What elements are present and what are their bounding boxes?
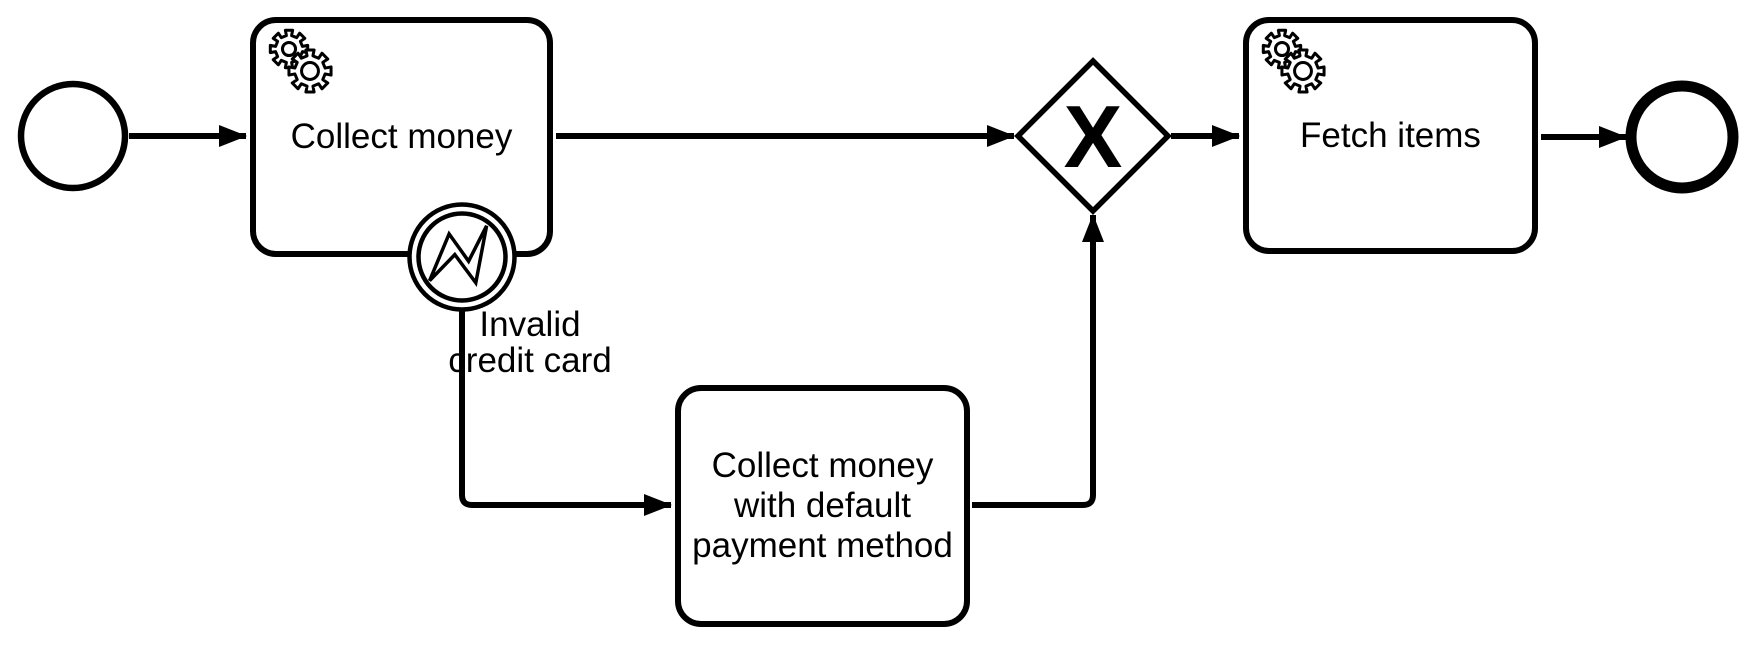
task-fetch-items-label: Fetch items: [1300, 115, 1481, 155]
exclusive-gateway[interactable]: [1014, 57, 1172, 215]
task-collect-money-default-payment-label: Collect money with default payment metho…: [692, 446, 953, 565]
start-event[interactable]: [17, 80, 129, 192]
task-collect-money-default-payment[interactable]: Collect money with default payment metho…: [675, 385, 970, 627]
end-event[interactable]: [1625, 80, 1739, 194]
boundary-event-label: Invalid credit card: [448, 305, 612, 380]
boundary-error-event[interactable]: [407, 202, 517, 312]
service-gears-icon: [264, 28, 336, 100]
error-lightning-icon: [427, 225, 489, 288]
gateway-x-marker: X: [1063, 86, 1123, 186]
task-fetch-items[interactable]: Fetch items: [1243, 17, 1538, 254]
flow-boundary-to-default-payment[interactable]: [459, 310, 672, 516]
service-gears-icon: [1257, 28, 1329, 100]
task-collect-money[interactable]: Collect money: [250, 17, 553, 257]
task-collect-money-label: Collect money: [290, 117, 513, 156]
flow-default-payment-to-gateway[interactable]: [972, 214, 1104, 508]
